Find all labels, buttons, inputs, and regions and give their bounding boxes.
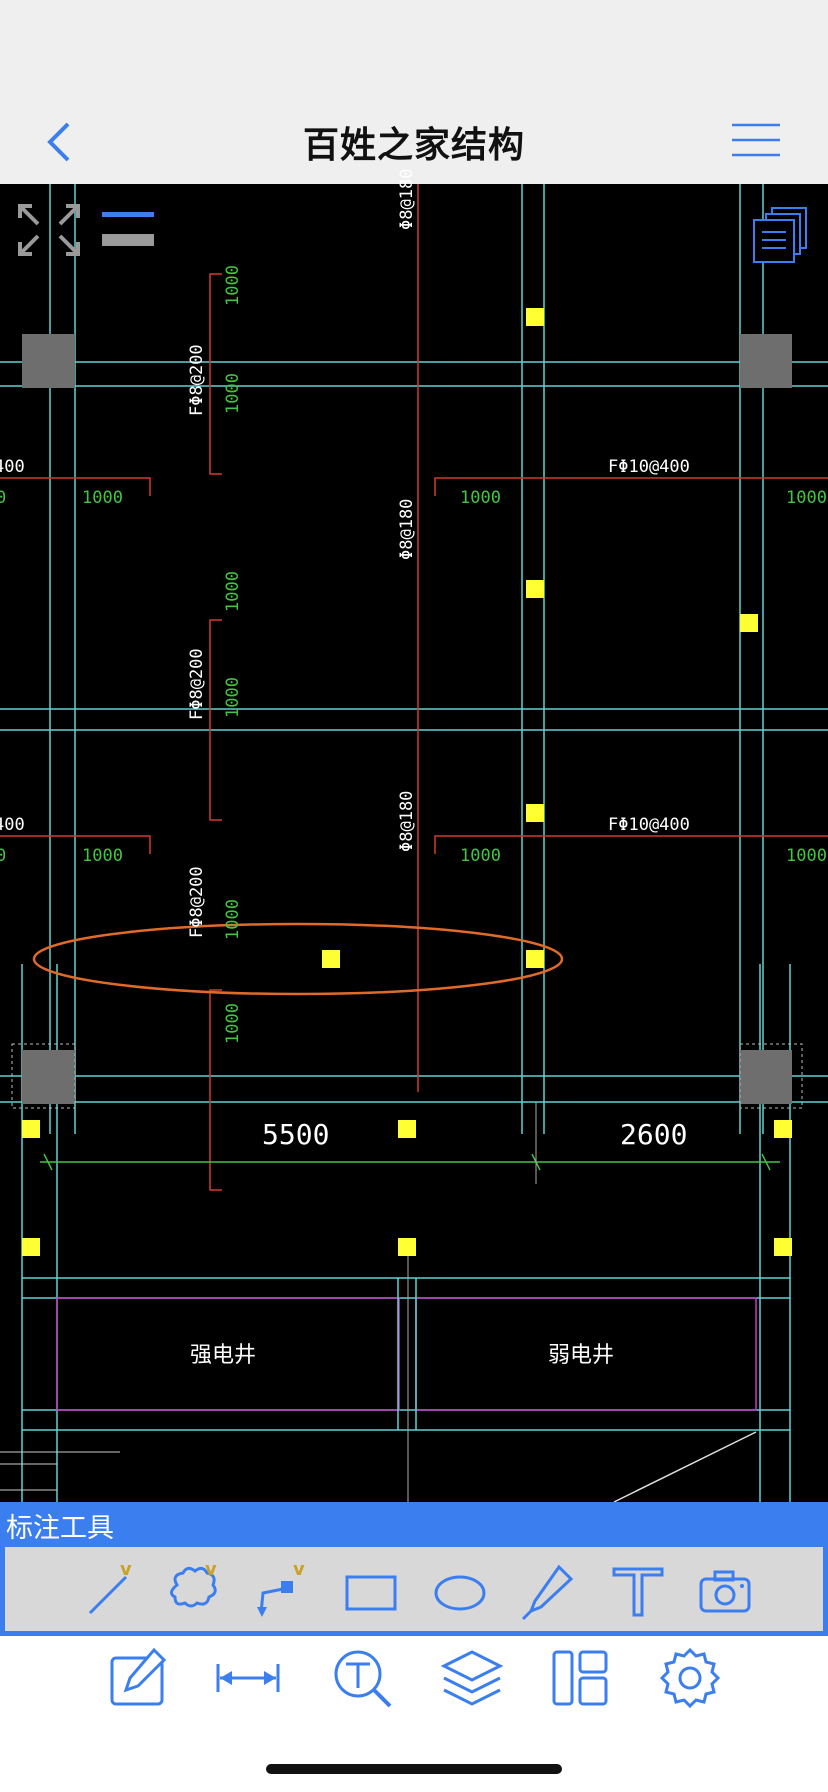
dimension-label: 1000 (223, 899, 243, 940)
rebar-label: FΦ8@200 (187, 344, 207, 416)
dimension-label: 0 (0, 488, 6, 508)
rebar-label: Φ8@180 (397, 169, 417, 230)
rebar-label: Φ8@180 (397, 791, 417, 852)
layers-icon[interactable] (440, 1646, 504, 1710)
cad-drawing-canvas[interactable]: Φ8@180 Φ8@180 Φ8@180 FΦ8@200 FΦ8@200 FΦ8… (0, 169, 828, 1503)
line-tool-icon[interactable]: v (80, 1559, 140, 1621)
rebar-label: FΦ8@200 (187, 648, 207, 720)
dimension-label: 1000 (460, 488, 501, 508)
fullscreen-icon[interactable] (18, 204, 80, 256)
room-label: 强电井 (190, 1343, 256, 1368)
columns (22, 334, 792, 1104)
settings-icon[interactable] (658, 1646, 722, 1710)
dimension-label: 1000 (223, 1003, 243, 1044)
home-indicator[interactable] (266, 1764, 562, 1774)
pen-tool-icon[interactable] (519, 1561, 579, 1621)
room-label: 弱电井 (548, 1343, 614, 1368)
hamburger-menu-icon[interactable] (732, 120, 780, 160)
navigation-bar: 百姓之家结构 (0, 100, 828, 184)
text-search-icon[interactable] (330, 1646, 394, 1710)
page-title: 百姓之家结构 (302, 125, 525, 166)
ellipse-tool-icon[interactable] (430, 1561, 490, 1621)
dimension-label: 5500 (262, 1118, 329, 1151)
pages-icon[interactable] (753, 207, 807, 263)
chevron-left-icon[interactable] (40, 118, 80, 166)
dimension-label: 1000 (460, 846, 501, 866)
room-outlines (56, 1297, 757, 1411)
dimension-label: 1000 (223, 373, 243, 414)
rebar-label: FΦ8@200 (187, 866, 207, 938)
dimension-label: 1000 (82, 846, 123, 866)
dimension-label: 0 (0, 846, 6, 866)
node-markers (22, 308, 792, 1256)
svg-text:v: v (205, 1559, 217, 1580)
rebar-label: 400 (0, 457, 25, 477)
dimension-label: 1000 (82, 488, 123, 508)
rebar-label: FΦ10@400 (608, 457, 690, 477)
rebar-label: FΦ10@400 (608, 815, 690, 835)
status-bar-area (0, 0, 828, 100)
text-tool-icon[interactable] (608, 1561, 668, 1621)
rectangle-tool-icon[interactable] (341, 1561, 401, 1621)
annotation-toolbar-title: 标注工具 (6, 1513, 114, 1544)
rebar-lines (0, 184, 828, 1191)
dimension-label: 1000 (786, 846, 827, 866)
annotation-toolbar-header: 标注工具 (0, 1502, 828, 1544)
rebar-label: 400 (0, 815, 25, 835)
leader-tool-icon[interactable]: v (253, 1559, 313, 1621)
annotation-toolbar: v v v (0, 1544, 828, 1636)
dimension-label: 1000 (223, 265, 243, 306)
layout-icon[interactable] (548, 1646, 612, 1710)
dimension-label: 1000 (223, 571, 243, 612)
dimension-label: 2600 (620, 1118, 687, 1151)
ellipse-annotation[interactable] (32, 922, 564, 996)
cloud-tool-icon[interactable]: v (165, 1559, 225, 1621)
dimension-label: 1000 (223, 677, 243, 718)
svg-text:v: v (293, 1559, 305, 1580)
dimension-line (40, 1153, 780, 1171)
dimension-label: 1000 (786, 488, 827, 508)
rebar-label: Φ8@180 (397, 499, 417, 560)
measure-icon[interactable] (216, 1646, 280, 1710)
edit-icon[interactable] (106, 1646, 170, 1710)
camera-tool-icon[interactable] (695, 1561, 755, 1621)
layer-toggle-icon[interactable] (102, 212, 154, 246)
svg-text:v: v (120, 1559, 132, 1580)
